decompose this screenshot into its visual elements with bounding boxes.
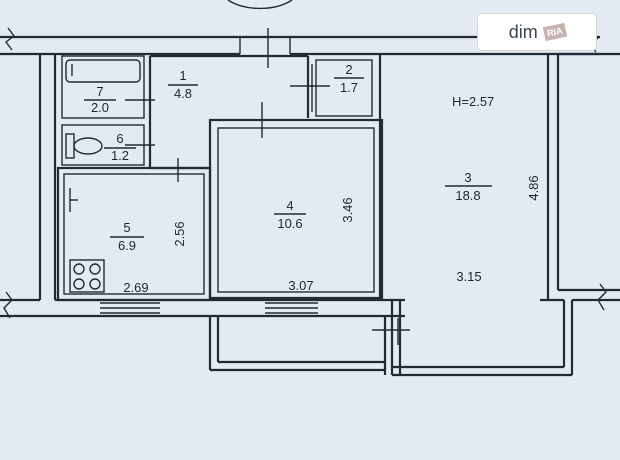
room-2-num: 2 xyxy=(345,62,352,77)
label-bars xyxy=(84,77,492,238)
room-2-area: 1.7 xyxy=(340,80,358,95)
room-4-num: 4 xyxy=(286,198,293,213)
room-7-num: 7 xyxy=(96,84,103,99)
room-2-walls xyxy=(311,59,373,117)
room-6-num: 6 xyxy=(116,131,123,146)
bathtub xyxy=(65,59,141,83)
room-5-walls xyxy=(56,166,212,302)
room-7-area: 2.0 xyxy=(91,100,109,115)
room-6-walls xyxy=(61,124,155,166)
room-3-num: 3 xyxy=(464,170,471,185)
room-3-width: 3.15 xyxy=(456,269,481,284)
bottom-wall xyxy=(40,298,405,318)
room-3-walls xyxy=(378,52,620,377)
watermark-text: dim xyxy=(508,21,538,42)
room-6-area: 1.2 xyxy=(111,148,129,163)
stair-arc xyxy=(227,0,293,10)
ceiling-height: H=2.57 xyxy=(452,94,494,109)
room-3-area: 18.8 xyxy=(455,188,480,203)
room-4-area: 10.6 xyxy=(277,216,302,231)
room-5-num: 5 xyxy=(123,220,130,235)
watermark-tag: RIA xyxy=(542,22,567,42)
room-5-depth: 2.56 xyxy=(172,221,187,246)
room-5-width: 2.69 xyxy=(123,280,148,295)
toilet-tank xyxy=(65,133,75,159)
room-4-depth: 3.46 xyxy=(340,197,355,222)
dim-ria-watermark: dim RIA xyxy=(478,14,596,50)
room-1-num: 1 xyxy=(179,68,186,83)
room-3-depth: 4.86 xyxy=(526,175,541,200)
stove xyxy=(69,259,105,293)
balcony xyxy=(208,316,410,375)
left-wall xyxy=(0,54,57,319)
room-5-area: 6.9 xyxy=(118,238,136,253)
room-1-area: 4.8 xyxy=(174,86,192,101)
room-4-walls xyxy=(208,102,384,300)
room-4-width: 3.07 xyxy=(288,278,313,293)
toilet-bowl xyxy=(73,137,103,155)
